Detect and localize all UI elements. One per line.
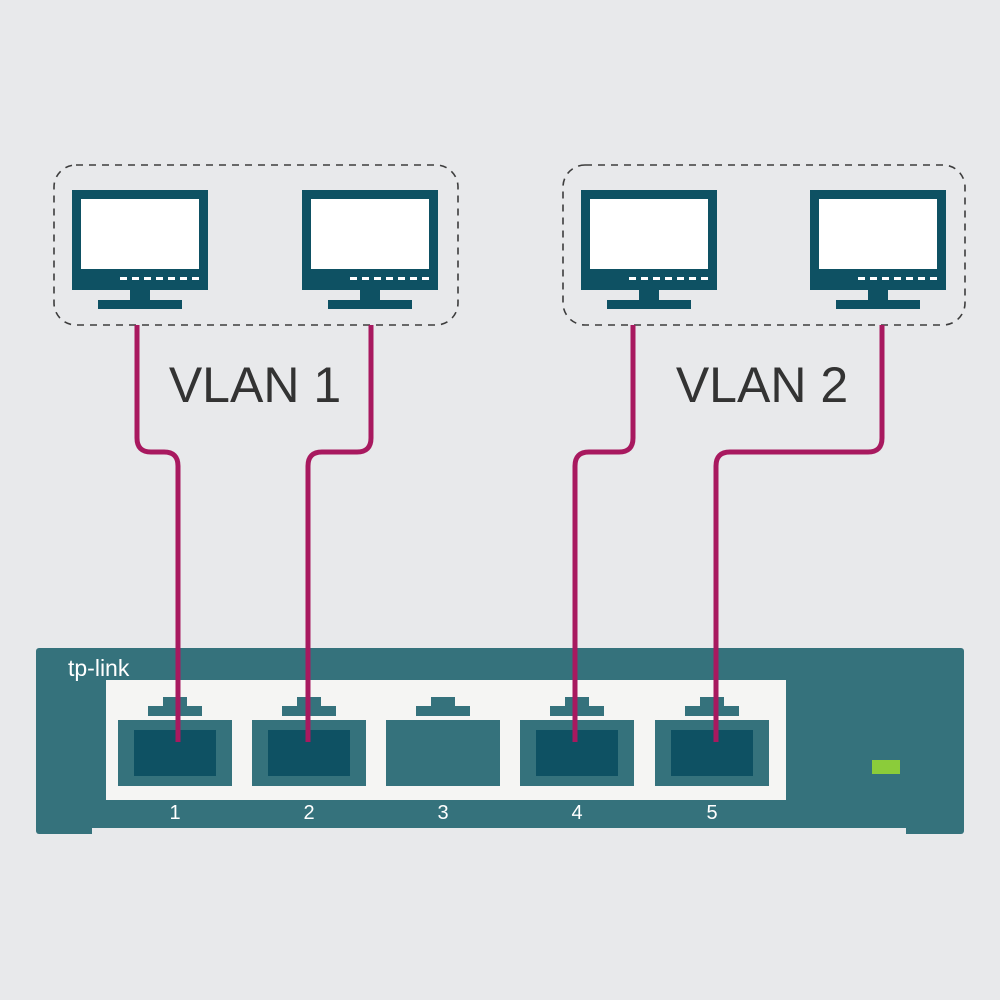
monitor-screen [81, 199, 199, 269]
monitor-control-dot [894, 277, 901, 280]
cable-port-1 [134, 325, 181, 742]
port-label: 4 [571, 802, 582, 824]
port-tab-top [700, 697, 724, 707]
monitor-control-dot [870, 277, 877, 280]
port-tab-mid [416, 706, 470, 716]
network-switch: tp-link 1 2 3 4 5 [36, 648, 964, 836]
monitor-neck [130, 290, 150, 300]
port-label: 2 [303, 802, 314, 824]
port-label: 5 [706, 802, 717, 824]
monitor-control-dot [665, 277, 672, 280]
monitor-icon [810, 190, 946, 309]
monitor-control-dot [629, 277, 636, 280]
monitor-stand [607, 300, 691, 309]
port-plug [671, 730, 753, 776]
monitor-control-dot [132, 277, 139, 280]
brand-logo: tp-link [68, 655, 130, 681]
monitor-control-dot [689, 277, 696, 280]
port-tab-mid [148, 706, 202, 716]
monitor-neck [639, 290, 659, 300]
port-label: 1 [169, 802, 180, 824]
port-label: 3 [437, 802, 448, 824]
monitor-control-dot [120, 277, 127, 280]
monitor-stand [98, 300, 182, 309]
port-plug [134, 730, 216, 776]
vlan-label-2: VLAN 2 [676, 357, 848, 413]
vlan-group-2: VLAN 2 [562, 164, 966, 413]
port-tab-top [431, 697, 455, 707]
monitor-control-dot [374, 277, 381, 280]
monitor-screen [311, 199, 429, 269]
ethernet-port-icon: 5 [655, 697, 769, 824]
monitor-control-dot [180, 277, 187, 280]
monitor-stand [328, 300, 412, 309]
monitor-control-dot [168, 277, 175, 280]
monitor-icon [72, 190, 208, 309]
monitor-control-dot [398, 277, 405, 280]
ethernet-port-icon: 3 [386, 697, 500, 824]
monitor-control-dot [192, 277, 199, 280]
monitor-neck [360, 290, 380, 300]
port-tab-mid [685, 706, 739, 716]
monitor-icon [302, 190, 438, 309]
monitor-control-dot [906, 277, 913, 280]
monitor-control-dot [701, 277, 708, 280]
status-led-icon [872, 760, 900, 774]
cable-port-5 [713, 325, 885, 742]
monitor-control-dot [410, 277, 417, 280]
group-border [562, 164, 966, 326]
monitor-icon [581, 190, 717, 309]
monitor-control-dot [350, 277, 357, 280]
monitor-control-dot [362, 277, 369, 280]
monitor-control-dot [677, 277, 684, 280]
cable-port-4 [572, 325, 636, 742]
monitor-control-dot [653, 277, 660, 280]
monitor-control-dot [422, 277, 429, 280]
monitor-screen [819, 199, 937, 269]
vlan-group-1: VLAN 1 [53, 164, 459, 413]
monitor-control-dot [882, 277, 889, 280]
port-body [386, 720, 500, 786]
port-tab-top [163, 697, 187, 707]
cable-port-2 [305, 325, 374, 742]
ethernet-port-icon: 1 [118, 697, 232, 824]
monitor-control-dot [386, 277, 393, 280]
monitor-control-dot [918, 277, 925, 280]
monitor-control-dot [144, 277, 151, 280]
monitor-neck [868, 290, 888, 300]
monitor-control-dot [930, 277, 937, 280]
monitor-stand [836, 300, 920, 309]
monitor-control-dot [641, 277, 648, 280]
monitor-control-dot [156, 277, 163, 280]
vlan-label-1: VLAN 1 [169, 357, 341, 413]
switch-base-gap [92, 828, 906, 836]
monitor-control-dot [858, 277, 865, 280]
monitor-screen [590, 199, 708, 269]
